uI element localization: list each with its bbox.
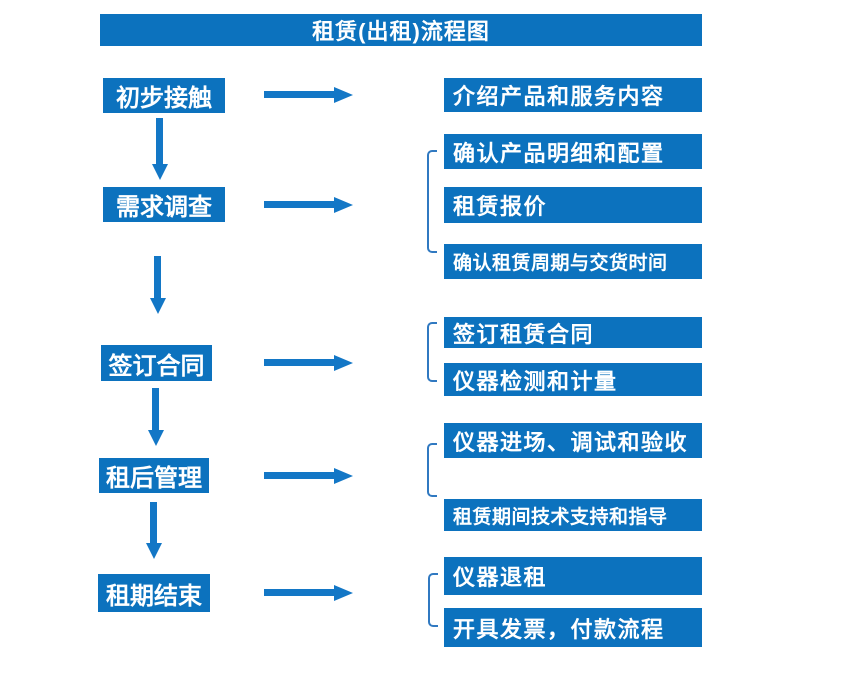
- step-box-sign-contract: 签订合同: [101, 345, 212, 381]
- step-box-post-rental-management: 租后管理: [99, 458, 209, 493]
- arrow-right-icon: [264, 86, 353, 103]
- arrow-head: [334, 467, 353, 484]
- flowchart-title: 租赁(出租)流程图: [312, 19, 490, 44]
- group-bracket: [427, 443, 437, 497]
- arrow-down-icon: [147, 388, 164, 446]
- arrow-shaft: [264, 472, 334, 479]
- detail-box-confirm-product-config: 确认产品明细和配置: [444, 134, 702, 169]
- detail-label: 租赁报价: [453, 194, 548, 219]
- step-box-lease-end: 租期结束: [98, 574, 210, 612]
- detail-label: 租赁期间技术支持和指导: [453, 506, 668, 528]
- arrow-head: [334, 584, 353, 601]
- step-box-demand-survey: 需求调查: [103, 187, 225, 222]
- detail-box-confirm-period-delivery: 确认租赁周期与交货时间: [444, 244, 702, 279]
- step-box-initial-contact: 初步接触: [103, 78, 225, 113]
- detail-box-invoice-payment: 开具发票，付款流程: [444, 608, 702, 647]
- step-label: 需求调查: [116, 194, 212, 221]
- arrow-shaft: [264, 589, 334, 596]
- arrow-head: [334, 354, 353, 371]
- arrow-right-icon: [264, 467, 353, 484]
- arrow-right-icon: [264, 354, 353, 371]
- detail-box-technical-support: 租赁期间技术支持和指导: [444, 499, 702, 531]
- group-bracket: [428, 573, 438, 627]
- detail-label: 确认产品明细和配置: [453, 140, 665, 166]
- arrow-head: [149, 298, 166, 314]
- step-label: 初步接触: [116, 85, 212, 112]
- arrow-shaft: [150, 502, 157, 543]
- group-bracket: [427, 322, 437, 382]
- arrow-head: [334, 196, 353, 213]
- arrow-head: [145, 543, 162, 559]
- flowchart-title-bar: 租赁(出租)流程图: [100, 14, 702, 46]
- step-label: 签订合同: [108, 352, 205, 380]
- group-bracket: [427, 150, 437, 253]
- arrow-shaft: [156, 118, 163, 164]
- detail-label: 仪器进场、调试和验收: [453, 429, 689, 455]
- arrow-shaft: [152, 388, 159, 430]
- arrow-shaft: [264, 201, 334, 208]
- arrow-head: [151, 164, 168, 180]
- arrow-shaft: [264, 359, 334, 366]
- arrow-right-icon: [264, 584, 353, 601]
- step-label: 租后管理: [106, 465, 202, 492]
- detail-label: 确认租赁周期与交货时间: [453, 253, 668, 274]
- arrow-down-icon: [149, 256, 166, 314]
- arrow-down-icon: [151, 118, 168, 180]
- arrow-right-icon: [264, 196, 353, 213]
- step-label: 租期结束: [106, 582, 202, 610]
- arrow-down-icon: [145, 502, 162, 559]
- detail-box-instrument-return: 仪器退租: [444, 557, 702, 595]
- detail-box-rental-quotation: 租赁报价: [444, 187, 702, 223]
- detail-box-instrument-setup-acceptance: 仪器进场、调试和验收: [444, 423, 702, 458]
- detail-label: 仪器检测和计量: [453, 368, 618, 394]
- detail-box-sign-rental-contract: 签订租赁合同: [444, 317, 702, 348]
- arrow-head: [334, 86, 353, 103]
- detail-label: 仪器退租: [453, 565, 548, 590]
- arrow-shaft: [264, 91, 334, 98]
- arrow-head: [147, 430, 164, 446]
- detail-box-instrument-testing: 仪器检测和计量: [444, 363, 702, 396]
- arrow-shaft: [154, 256, 161, 298]
- detail-label: 介绍产品和服务内容: [453, 84, 665, 109]
- detail-box-introduce-products: 介绍产品和服务内容: [444, 78, 702, 112]
- detail-label: 开具发票，付款流程: [453, 616, 665, 642]
- detail-label: 签订租赁合同: [453, 321, 595, 347]
